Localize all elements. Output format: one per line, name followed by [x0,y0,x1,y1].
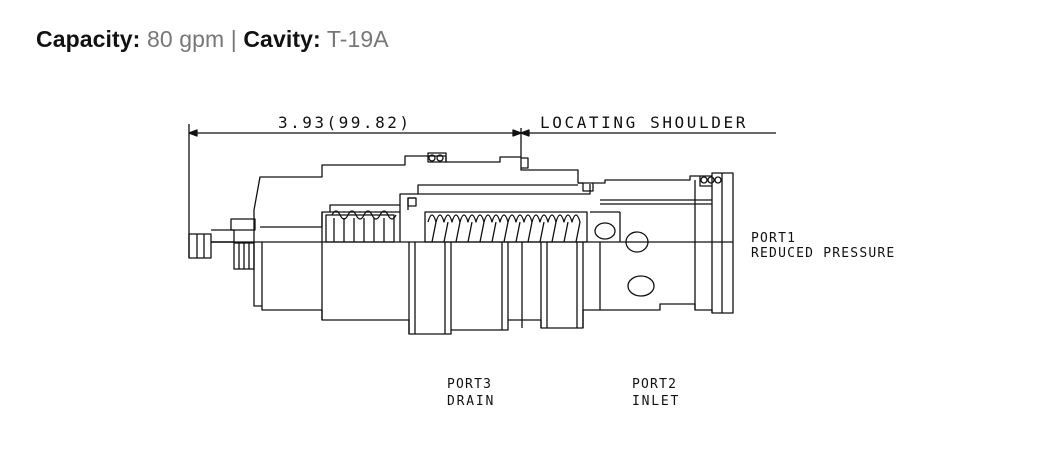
port3-label: PORT3 [447,377,492,392]
port2-description: INLET [632,394,680,409]
spool [590,211,649,253]
valve-body-outline [253,155,734,335]
capacity-value: 80 gpm [146,26,225,52]
capacity-label: Capacity: [36,26,141,52]
adjusting-stem [188,218,256,270]
dimension-line [188,124,522,258]
spec-separator: | [230,26,237,52]
left-spring [325,210,397,243]
main-spring [424,211,588,243]
port1-description: REDUCED PRESSURE [751,246,895,261]
dimension-label: 3.93(99.82) [278,113,411,132]
lower-lands [261,242,655,334]
port3-description: DRAIN [447,394,495,409]
port1-label: PORT1 [751,231,796,246]
cavity-label: Cavity: [243,26,321,52]
shoulder-leader [520,129,776,137]
port2-label: PORT2 [632,377,677,392]
spec-line: Capacity: 80 gpm | Cavity: T-19A [36,26,389,53]
locating-shoulder-label: LOCATING SHOULDER [540,113,748,132]
upper-internals [260,152,723,313]
cavity-value: T-19A [326,26,389,52]
